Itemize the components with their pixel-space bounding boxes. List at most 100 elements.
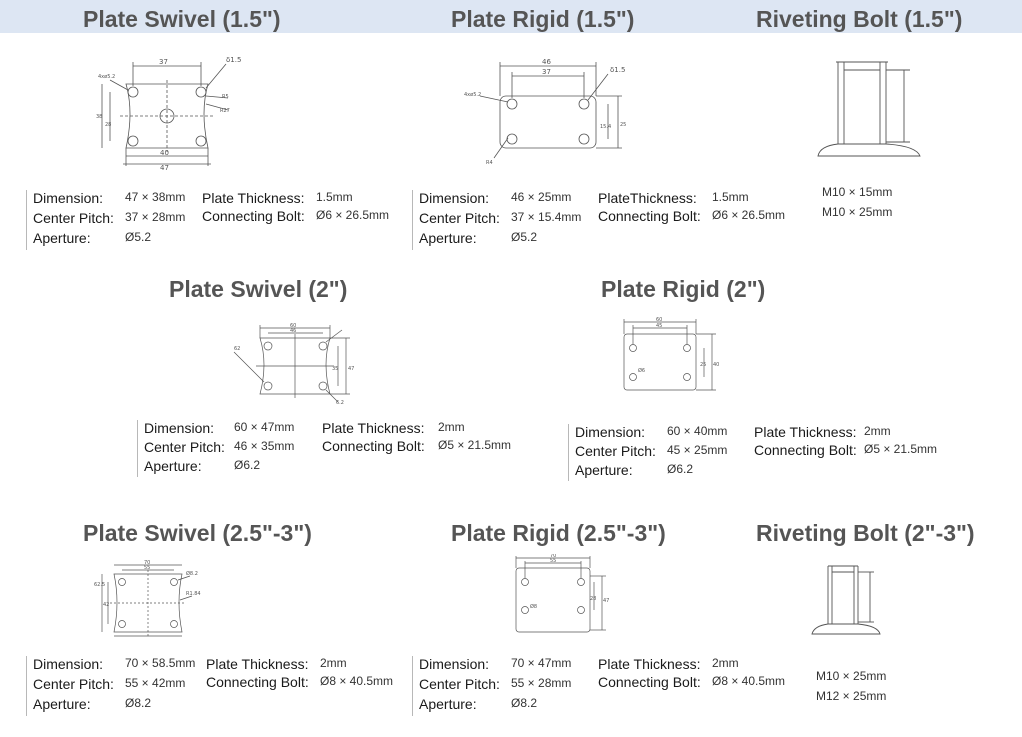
drawing-plate-rigid-2-5-3: 70 55 28 47 Ø8 [506, 554, 616, 636]
value-plate-thickness: 2mm [438, 420, 465, 434]
value-plate-thickness: 2mm [712, 656, 739, 670]
label-connecting-bolt: Connecting Bolt: [202, 208, 305, 224]
spec-block-rigid-1-5: Dimension: 46 × 25mm Center Pitch: 37 × 15… [412, 190, 581, 250]
dim-radius: 62 [234, 346, 240, 352]
dim-r4: R4 [486, 160, 493, 166]
bolt-size-1: M10 × 25mm [816, 669, 887, 683]
label-center-pitch: Center Pitch: [33, 676, 114, 692]
label-plate-thickness: Plate Thickness: [598, 656, 701, 672]
value-center-pitch: 37 × 15.4mm [511, 210, 582, 224]
label-aperture: Aperture: [419, 696, 477, 712]
title-plate-rigid-1-5: Plate Rigid (1.5") [451, 6, 635, 32]
value-connecting-bolt: Ø6 × 26.5mm [712, 208, 786, 222]
bolt-size-2: M12 × 25mm [816, 689, 887, 703]
label-center-pitch: Center Pitch: [144, 439, 225, 455]
label-connecting-bolt: Connecting Bolt: [598, 674, 701, 690]
label-dimension: Dimension: [575, 424, 646, 440]
dim-top-2: 45 [656, 323, 662, 329]
value-center-pitch: 37 × 28mm [125, 210, 186, 224]
drawing-plate-swivel-2-5-3: 70 55 62.5 42 Ø8.2 R1.84 [94, 560, 204, 640]
dim-hole: Ø8 [530, 603, 537, 610]
dim-holes: 4xø5.2 [98, 74, 115, 80]
spec-block-rigid-1-5-b: PlateThickness: 1.5mm Connecting Bolt: Ø6 … [592, 190, 785, 226]
drawing-plate-rigid-2: 60 45 25 40 Ø6 [612, 316, 722, 396]
dim-thickness: δ1.5 [226, 56, 241, 64]
label-dimension: Dimension: [419, 190, 490, 206]
value-center-pitch: 55 × 28mm [511, 676, 572, 690]
value-dimension: 60 × 47mm [234, 420, 295, 434]
label-aperture: Aperture: [144, 458, 202, 474]
label-aperture: Aperture: [33, 696, 91, 712]
label-plate-thickness: Plate Thickness: [202, 190, 305, 206]
drawing-plate-rigid-1-5: 46 37 δ1.5 4xø5.2 15.4 25 R4 [460, 52, 640, 172]
value-dimension: 46 × 25mm [511, 190, 572, 204]
value-dimension: 60 × 40mm [667, 424, 728, 438]
bolt-sizes-1-5: M10 × 15mm M10 × 25mm [822, 182, 892, 222]
spec-block-rigid-2-b: Plate Thickness:2mm Connecting Bolt:Ø5 ×… [748, 424, 937, 460]
label-dimension: Dimension: [33, 656, 104, 672]
bolt-size-1: M10 × 15mm [822, 185, 893, 199]
dim-hole: Ø8.2 [186, 570, 198, 577]
label-dimension: Dimension: [144, 420, 215, 436]
title-plate-rigid-2: Plate Rigid (2") [601, 276, 766, 302]
title-plate-rigid-2-5-3: Plate Rigid (2.5"-3") [451, 520, 666, 546]
value-connecting-bolt: Ø8 × 40.5mm [320, 674, 394, 688]
value-center-pitch: 55 × 42mm [125, 676, 186, 690]
label-plate-thickness: PlateThickness: [598, 190, 697, 206]
label-connecting-bolt: Connecting Bolt: [598, 208, 701, 224]
label-center-pitch: Center Pitch: [419, 210, 500, 226]
bolt-sizes-2-3: M10 × 25mm M12 × 25mm [816, 666, 886, 706]
dim-top-1: 60 [656, 317, 662, 323]
value-aperture: Ø8.2 [125, 696, 152, 710]
spec-block-rigid-2-5-3-b: Plate Thickness:2mm Connecting Bolt:Ø8 ×… [592, 656, 785, 692]
value-connecting-bolt: Ø6 × 26.5mm [316, 208, 390, 222]
dim-side: R1.84 [186, 591, 201, 597]
dim-v1: 25 [700, 362, 706, 368]
label-center-pitch: Center Pitch: [419, 676, 500, 692]
dim-v2: 47 [603, 598, 609, 604]
header-band [0, 0, 1022, 33]
spec-block-rigid-2: Dimension: 60 × 40mm Center Pitch: 45 × 25… [568, 424, 727, 481]
dim-v2: 25 [620, 122, 626, 128]
dim-v1: 28 [590, 596, 596, 602]
spec-block-rigid-2-5-3: Dimension:70 × 47mm Center Pitch:55 × 28… [412, 656, 571, 716]
dim-v2: 40 [713, 362, 719, 368]
label-center-pitch: Center Pitch: [575, 443, 656, 459]
drawing-riveting-bolt-1-5 [814, 52, 924, 164]
value-plate-thickness: 1.5mm [712, 190, 749, 204]
drawing-plate-swivel-1-5: 37 40 47 4xø5.2 δ1.5 R5 R27 38 28 [96, 52, 246, 172]
dim-v: 42 [103, 602, 109, 608]
label-aperture: Aperture: [419, 230, 477, 246]
dim-r27: R27 [220, 108, 230, 114]
title-riveting-bolt-1-5: Riveting Bolt (1.5") [756, 6, 963, 32]
dim-top-2: 46 [290, 328, 296, 334]
dim-top-2: 55 [144, 565, 150, 571]
label-plate-thickness: Plate Thickness: [754, 424, 857, 440]
label-dimension: Dimension: [33, 190, 104, 206]
dim-bottom-1: 40 [160, 149, 169, 157]
dim-top-1: 60 [290, 323, 296, 329]
value-dimension: 70 × 58.5mm [125, 656, 196, 670]
dim-r5: R5 [222, 94, 229, 100]
value-aperture: Ø5.2 [511, 230, 538, 244]
value-dimension: 70 × 47mm [511, 656, 572, 670]
title-plate-swivel-2-5-3: Plate Swivel (2.5"-3") [83, 520, 312, 546]
label-center-pitch: Center Pitch: [33, 210, 114, 226]
label-plate-thickness: Plate Thickness: [322, 420, 425, 436]
dim-top: 37 [159, 58, 168, 66]
label-connecting-bolt: Connecting Bolt: [754, 442, 857, 458]
value-aperture: Ø6.2 [234, 458, 261, 472]
title-plate-swivel-2: Plate Swivel (2") [169, 276, 348, 302]
bolt-size-2: M10 × 25mm [822, 205, 893, 219]
dim-top-1: 70 [144, 560, 150, 566]
spec-block-swivel-2: Dimension:60 × 47mm Center Pitch:46 × 35… [137, 420, 294, 477]
label-connecting-bolt: Connecting Bolt: [206, 674, 309, 690]
drawing-riveting-bolt-2-3 [810, 560, 890, 640]
dim-v2: 28 [105, 122, 111, 128]
dim-radius: 62.5 [94, 582, 105, 588]
drawing-plate-swivel-2: 60 46 62 47 35 6.2 [226, 320, 366, 412]
value-dimension: 47 × 38mm [125, 190, 186, 204]
value-center-pitch: 45 × 25mm [667, 443, 728, 457]
spec-block-swivel-2-b: Plate Thickness:2mm Connecting Bolt:Ø5 ×… [316, 420, 511, 456]
dim-top-1: 46 [542, 58, 551, 66]
